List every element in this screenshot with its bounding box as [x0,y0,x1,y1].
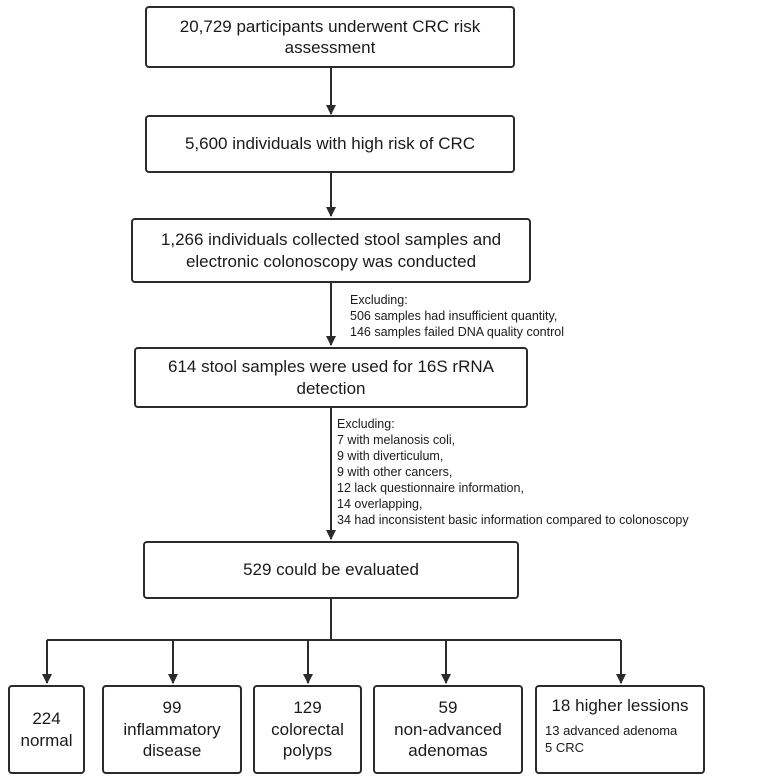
exclusion-item: 7 with melanosis coli, [337,433,456,447]
exclusion-item: 506 samples had insufficient quantity, [350,309,558,323]
outcome-higher-lesions-box: 18 higher lessions 13 advanced adenoma 5… [535,685,705,774]
rrna-detection-text: 614 stool samples were used for 16S rRNA… [168,357,494,398]
exclusion-item: 9 with diverticulum, [337,449,444,463]
participants-box: 20,729 participants underwent CRC risk a… [145,6,515,68]
outcome-count: 224 [32,708,61,728]
evaluated-box: 529 could be evaluated [143,541,519,599]
rrna-detection-box: 614 stool samples were used for 16S rRNA… [134,347,528,408]
stool-samples-box: 1,266 individuals collected stool sample… [131,218,531,283]
exclusion-item: 14 overlapping, [337,497,423,511]
exclusion-heading: Excluding: [337,417,395,431]
outcome-count: 99 [162,697,182,717]
participants-text: 20,729 participants underwent CRC risk a… [179,16,481,57]
outcome-label: normal [20,730,73,750]
outcome-inflammatory-box: 99 inflammatory disease [102,685,242,774]
stool-samples-text: 1,266 individuals collected stool sample… [160,230,502,271]
detail-item: 13 advanced adenoma [545,722,678,738]
exclusion-item: 146 samples failed DNA quality control [350,325,565,339]
exclusion-note-2: Excluding: 7 with melanosis coli, 9 with… [337,416,689,528]
outcome-higher-title: 18 higher lessions [551,695,688,717]
outcome-details: 13 advanced adenoma 5 CRC [537,723,677,757]
high-risk-box: 5,600 individuals with high risk of CRC [145,115,515,173]
outcome-count: 129 [293,697,322,717]
exclusion-heading: Excluding: [350,293,408,307]
outcome-count: 59 [438,697,458,717]
outcome-count: 18 [551,696,571,715]
high-risk-text: 5,600 individuals with high risk of CRC [184,134,476,154]
outcome-label: higher lessions [575,696,689,715]
outcome-adenomas-box: 59 non-advanced adenomas [373,685,523,774]
outcome-label: non-advanced adenomas [394,719,502,761]
exclusion-item: 12 lack questionnaire information, [337,481,524,495]
evaluated-text: 529 could be evaluated [243,560,419,580]
exclusion-note-1: Excluding: 506 samples had insufficient … [350,292,564,340]
outcome-label: colorectal polyps [271,719,344,761]
outcome-label: inflammatory disease [123,719,221,761]
exclusion-item: 9 with other cancers, [337,465,453,479]
detail-item: 5 CRC [545,739,585,755]
outcome-normal-box: 224 normal [8,685,85,774]
outcome-polyps-box: 129 colorectal polyps [253,685,362,774]
exclusion-item: 34 had inconsistent basic information co… [337,513,689,527]
